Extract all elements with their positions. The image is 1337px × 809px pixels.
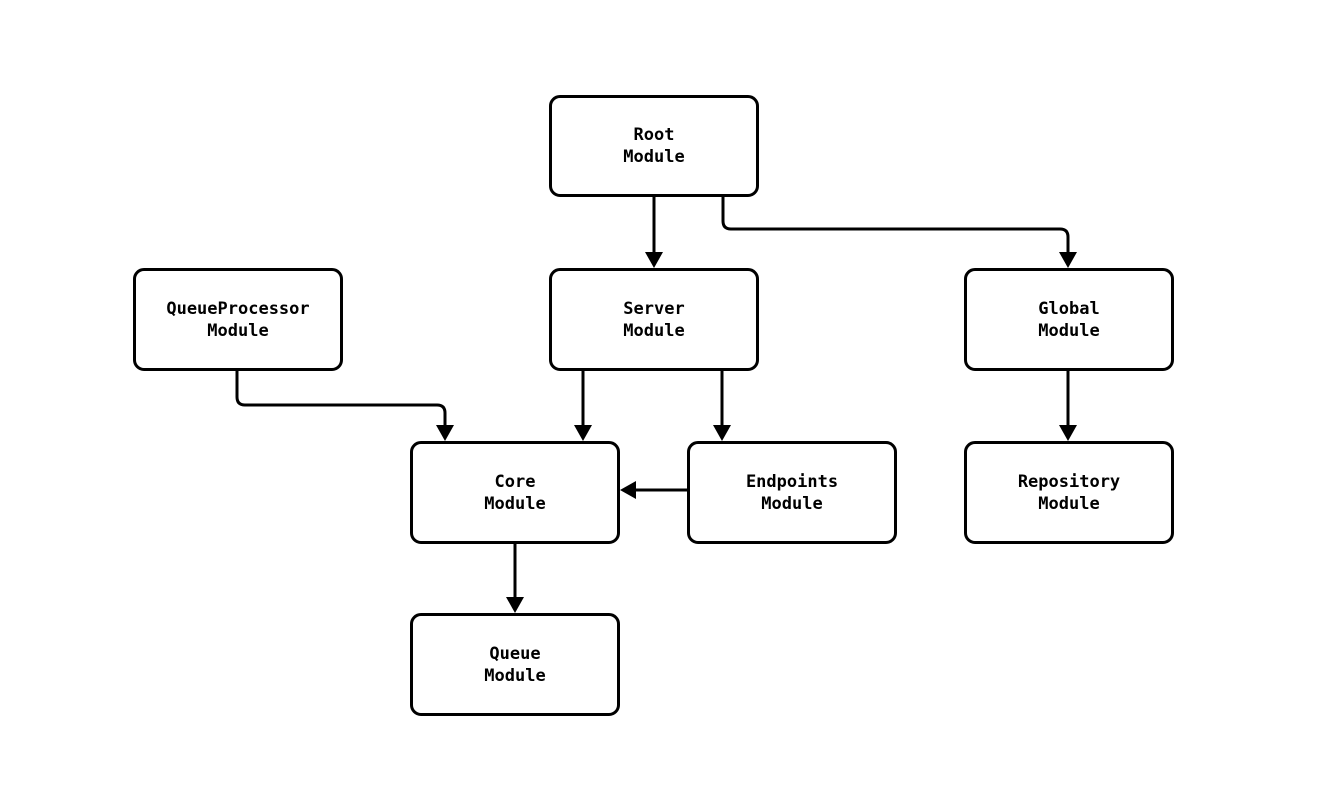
node-repository-module[interactable]: Repository Module — [964, 441, 1174, 544]
node-endpoints-module-label-line1: Endpoints — [745, 471, 839, 492]
node-core-module-label-line1: Core — [494, 471, 536, 492]
edge-root-server — [645, 197, 663, 268]
node-queueprocessor-module-label-line1: QueueProcessor — [166, 298, 310, 319]
node-core-module-label-line2: Module — [484, 493, 546, 514]
edge-endpoints-core — [620, 481, 687, 499]
node-core-module[interactable]: Core Module — [410, 441, 620, 544]
node-server-module-label-line1: Server — [623, 298, 685, 319]
edge-core-queue — [506, 544, 524, 613]
node-global-module-label-line2: Module — [1038, 320, 1100, 341]
node-queueprocessor-module[interactable]: QueueProcessor Module — [133, 268, 343, 371]
node-server-module[interactable]: Server Module — [549, 268, 759, 371]
edge-root-global — [721, 197, 1077, 268]
edge-server-endpoints — [713, 371, 731, 441]
node-queueprocessor-module-label-line2: Module — [207, 320, 269, 341]
node-endpoints-module[interactable]: Endpoints Module — [687, 441, 897, 544]
node-root-module[interactable]: Root Module — [549, 95, 759, 197]
node-root-module-label-line2: Module — [623, 147, 685, 167]
node-global-module-label-line1: Global — [1038, 298, 1100, 319]
node-queue-module-label-line1: Queue — [489, 643, 541, 664]
edge-server-core — [574, 371, 592, 441]
edge-global-repository — [1059, 371, 1077, 441]
node-endpoints-module-label-line2: Module — [761, 493, 823, 514]
node-global-module[interactable]: Global Module — [964, 268, 1174, 371]
edge-queueprocessor-core — [235, 371, 454, 441]
node-repository-module-label-line1: Repository — [1017, 471, 1121, 492]
node-repository-module-label-line2: Module — [1038, 493, 1100, 514]
node-queue-module-label-line2: Module — [484, 665, 546, 686]
node-queue-module[interactable]: Queue Module — [410, 613, 620, 716]
node-server-module-label-line2: Module — [623, 320, 685, 341]
node-root-module-label-line1: Root — [633, 125, 675, 145]
